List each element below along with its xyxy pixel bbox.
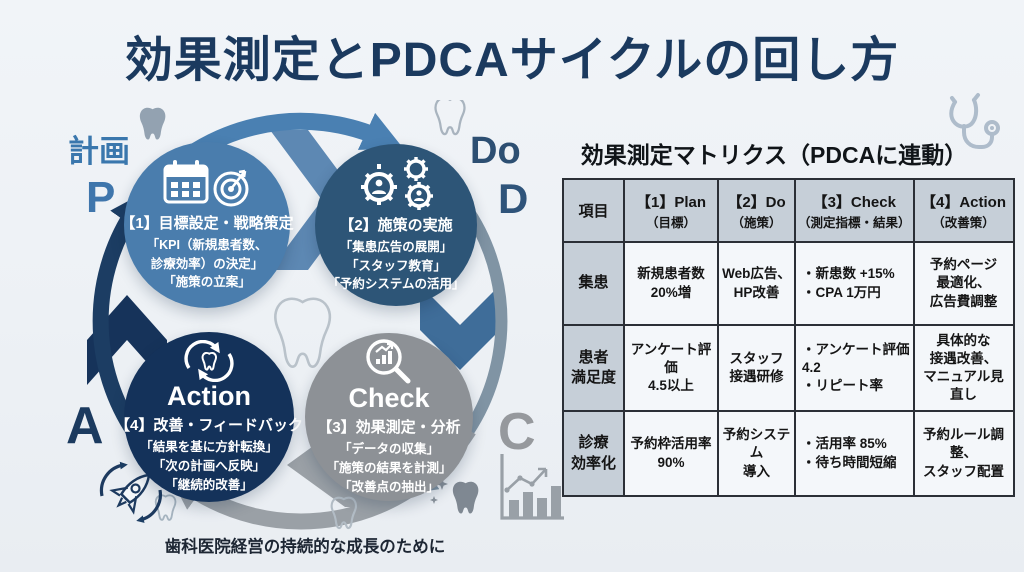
header-main: 【3】Check [812, 193, 896, 211]
pdca-diagram: 【1】目標設定・戦略策定 「KPI（新規患者数、 診療効率）の決定」 「施策の立… [40, 100, 570, 540]
matrix-header-row: 項目 【1】Plan （目標） 【2】Do （施策） 【3】Check （測定指標・結… [562, 178, 1015, 243]
rocket-icon [99, 461, 163, 523]
matrix-row-acquisition: 集患 新規患者数 20%増 Web広告、 HP改善 ・新患数 +15% ・CPA… [562, 241, 1015, 326]
tooth-icon [452, 481, 479, 514]
do-step-body: 「集患広告の展開」 「スタッフ教育」 「予約システムの活用」 [327, 239, 465, 292]
cell-check: ・新患数 +15% ・CPA 1万円 [794, 241, 915, 326]
do-circle: 【2】施策の実施 「集患広告の展開」 「スタッフ教育」 「予約システムの活用」 [315, 144, 477, 306]
matrix-header-check: 【3】Check （測定指標・結果） [794, 178, 915, 243]
label-d: D [498, 175, 529, 222]
cell-do: Web広告、 HP改善 [717, 241, 796, 326]
magnifier-chart-icon [366, 339, 411, 384]
header-sub: （目標） [645, 215, 696, 230]
header-main: 【1】Plan [635, 193, 707, 211]
action-circle: Action 【4】改善・フィードバック 「結果を基に方針転換」 「次の計画へ反… [115, 332, 303, 502]
growth-chart-icon [500, 454, 564, 520]
action-step-title: 【4】改善・フィードバック [114, 417, 304, 435]
action-step-body: 「結果を基に方針転換」 「次の計画へ反映」 「継続的改善」 [140, 440, 278, 492]
header-main: 【2】Do [727, 193, 786, 211]
cell-plan: 予約枠活用率 90% [623, 410, 719, 497]
action-name: Action [167, 380, 251, 411]
header-main: 【4】Action [921, 193, 1007, 211]
cell-check: ・アンケート評価 4.2 ・リピート率 [794, 324, 915, 412]
check-circle: Check 【3】効果測定・分析 「データの収集」 「施策の結果を計測」 「改善… [305, 333, 473, 501]
check-name: Check [348, 382, 430, 413]
tooth-icon [139, 107, 166, 140]
matrix-table: 項目 【1】Plan （目標） 【2】Do （施策） 【3】Check （測定指標・結… [562, 178, 1015, 497]
sparkle-icon [436, 478, 448, 490]
cell-action: 予約ページ 最適化、 広告費調整 [912, 241, 1015, 326]
do-step-title: 【2】施策の実施 [339, 216, 453, 234]
cell-do: 予約システム 導入 [717, 410, 796, 497]
sparkle-icon [430, 496, 438, 504]
matrix-title: 効果測定マトリクス（PDCAに連動） [580, 142, 968, 168]
tooth-icon [434, 100, 466, 136]
row-label: 患者 満足度 [562, 324, 625, 412]
matrix-header-do: 【2】Do （施策） [717, 178, 796, 243]
matrix-header-plan: 【1】Plan （目標） [623, 178, 719, 243]
gears-team-icon [361, 156, 433, 210]
calendar-target-icon [163, 159, 249, 207]
label-do: Do [470, 130, 521, 172]
header-sub: （改善策） [932, 215, 995, 230]
tooth-icon [274, 297, 332, 368]
matrix-header-action: 【4】Action （改善策） [912, 178, 1015, 243]
cell-check: ・活用率 85% ・待ち時間短縮 [794, 410, 915, 497]
check-step-title: 【3】効果測定・分析 [317, 419, 461, 437]
cycle-tooth-icon [184, 339, 234, 382]
check-step-body: 「データの収集」 「施策の結果を計測」 「改善点の抽出」 [326, 442, 452, 494]
plan-step-body: 「KPI（新規患者数、 診療効率）の決定」 「施策の立案」 [146, 237, 268, 290]
label-a: A [66, 397, 104, 455]
label-p: P [86, 173, 116, 222]
label-c: C [498, 403, 536, 461]
matrix-row-satisfaction: 患者 満足度 アンケート評価 4.5以上 スタッフ 接遇研修 ・アンケート評価 … [562, 324, 1015, 412]
row-label: 診療 効率化 [562, 410, 625, 497]
arc-arrow-left [92, 190, 149, 441]
matrix-row-efficiency: 診療 効率化 予約枠活用率 90% 予約システム 導入 ・活用率 85% ・待ち… [562, 410, 1015, 497]
header-main: 項目 [578, 203, 609, 220]
chevron-do-to-check [420, 285, 500, 370]
label-plan-kanji: 計画 [68, 134, 130, 169]
cell-action: 予約ルール調整、 スタッフ配置 [912, 410, 1015, 497]
footer-caption: 歯科医院経営の持続的な成長のために [164, 538, 446, 556]
plan-step-title: 【1】目標設定・戦略策定 [120, 214, 294, 232]
plan-circle: 【1】目標設定・戦略策定 「KPI（新規患者数、 診療効率）の決定」 「施策の立… [120, 142, 294, 308]
cell-plan: アンケート評価 4.5以上 [623, 324, 719, 412]
row-label: 集患 [562, 241, 625, 326]
header-sub: （測定指標・結果） [798, 215, 911, 230]
cell-action: 具体的な 接遇改善、 マニュアル見直し [912, 324, 1015, 412]
cell-do: スタッフ 接遇研修 [717, 324, 796, 412]
page-title: 効果測定とPDCAサイクルの回し方 [124, 34, 900, 87]
header-sub: （施策） [731, 215, 782, 230]
cell-plan: 新規患者数 20%増 [623, 241, 719, 326]
stethoscope-icon [949, 93, 1000, 149]
matrix-header-item: 項目 [562, 178, 625, 243]
